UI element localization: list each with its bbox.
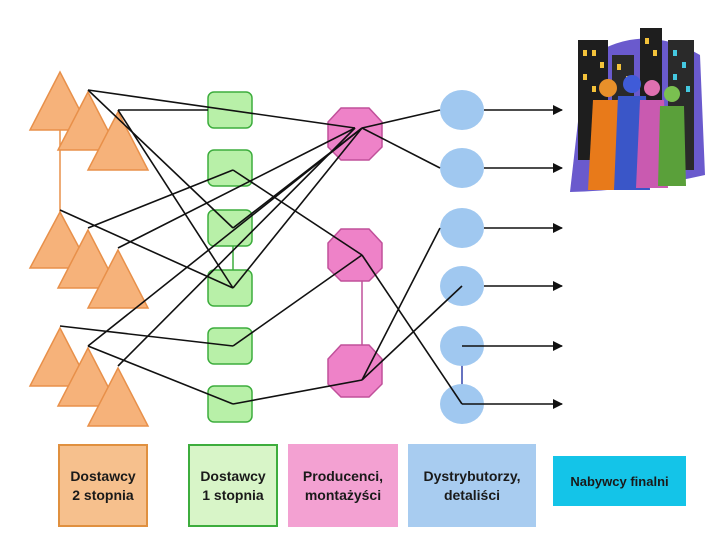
- producer-octagon: [327, 344, 383, 398]
- supplier2-triangle: [56, 346, 120, 407]
- legend-tier2-suppliers: Dostawcy 2 stopnia: [58, 444, 148, 527]
- supply-network-lines: [59, 89, 463, 405]
- legend-tier1-suppliers: Dostawcy 1 stopnia: [188, 444, 278, 527]
- supplier2-triangle: [56, 90, 120, 151]
- crowd-city-clipart-icon: [570, 28, 705, 192]
- supplier2-triangle: [86, 366, 150, 427]
- supplier1-box: [207, 269, 253, 307]
- legend-producers: Producenci, montażyści: [288, 444, 398, 527]
- supplier2-triangle: [56, 228, 120, 289]
- supplier1-box: [207, 149, 253, 187]
- supplier2-triangle: [86, 110, 150, 171]
- distributor-node-1: [440, 90, 484, 130]
- supplier1-box: [207, 385, 253, 423]
- tier2-suppliers-column: [28, 70, 150, 427]
- legend-final-buyers: Nabywcy finalni: [553, 456, 686, 506]
- supplier1-box: [207, 209, 253, 247]
- supplier2-triangle: [28, 70, 92, 131]
- supplier2-triangle: [86, 248, 150, 309]
- producers-column: [327, 107, 383, 398]
- legend-distributors: Dystrybutorzy, detaliści: [408, 444, 536, 527]
- distributor-node-3: [440, 208, 484, 248]
- tier1-suppliers-column: [207, 91, 253, 423]
- distributor-node-2: [440, 148, 484, 188]
- supplier2-triangle: [28, 326, 92, 387]
- final-arrows: [462, 105, 563, 409]
